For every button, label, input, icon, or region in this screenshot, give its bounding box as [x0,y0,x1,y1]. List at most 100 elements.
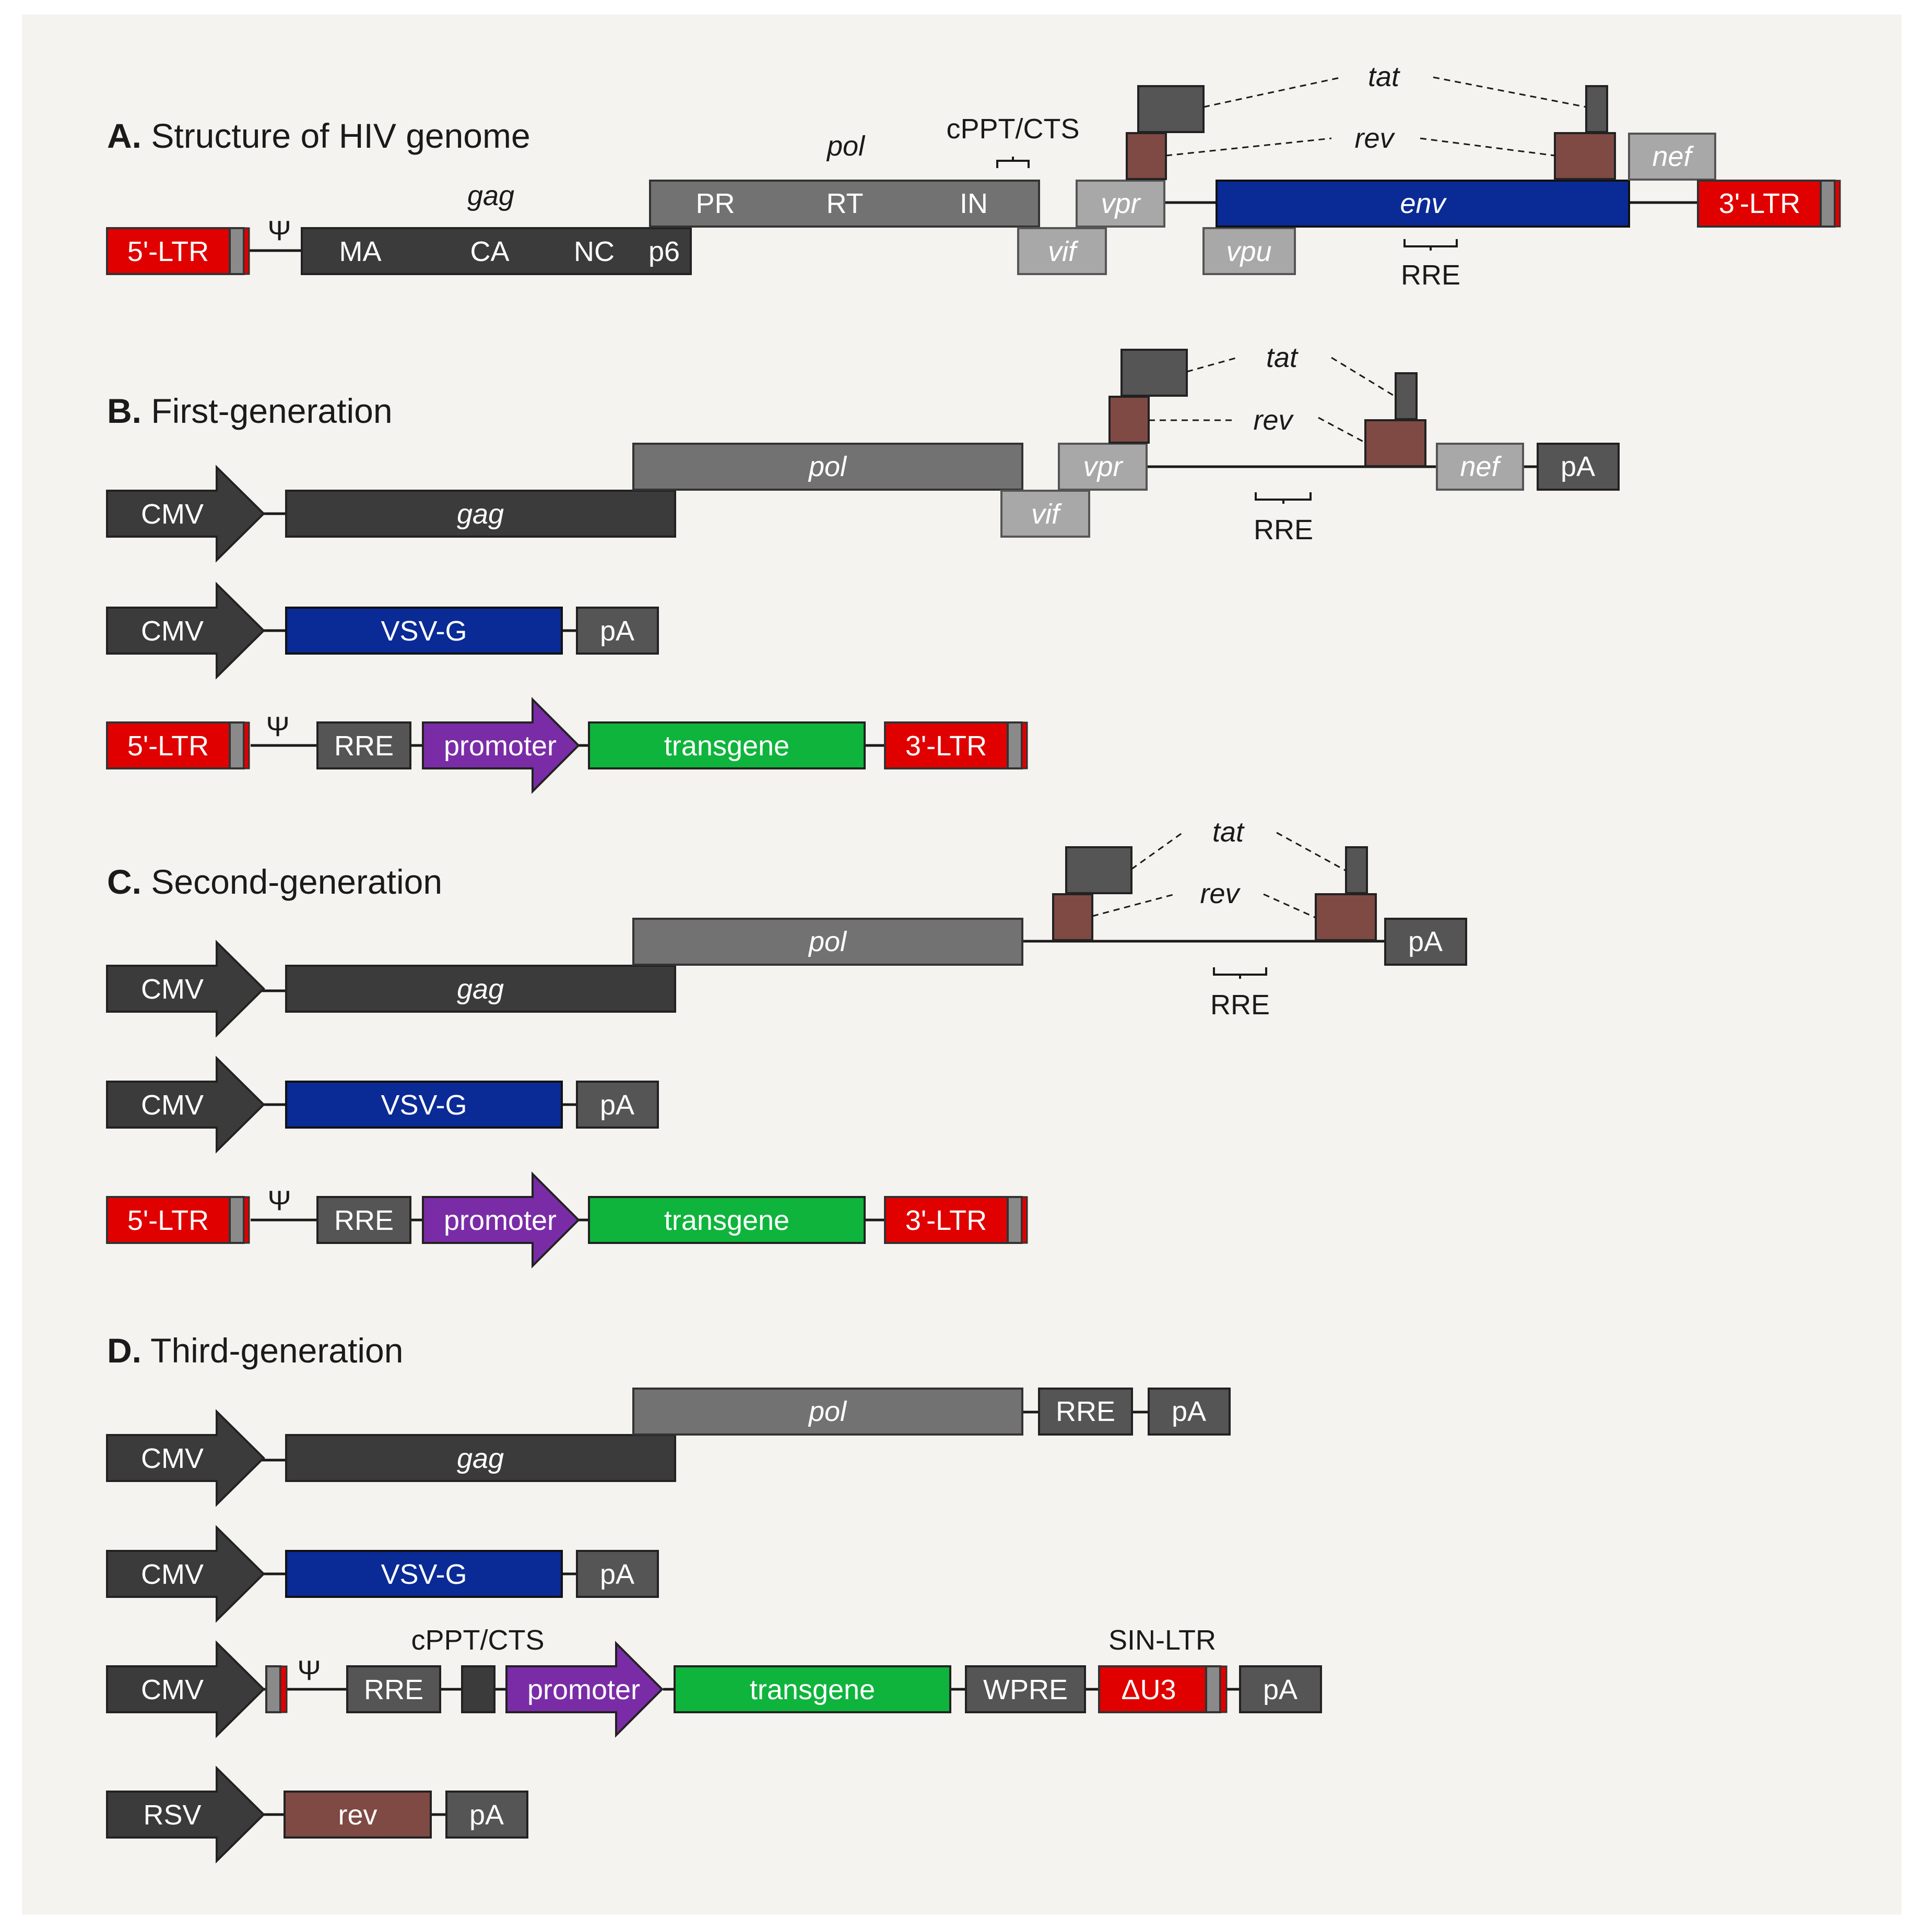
svg-text:CMV: CMV [141,615,204,647]
c-tat-exon2 [1345,846,1368,894]
svg-text:PR: PR [695,188,735,219]
c-tat-exon1 [1065,846,1132,894]
svg-text:RRE: RRE [334,730,394,762]
d-r-u5-5prime [265,1665,288,1713]
d-pol: pol [632,1388,1023,1436]
a-cppt-label: cPPT/CTS [946,113,1079,145]
section-a: A. Structure of HIV genome 5'-LTR Ψ gag … [106,61,1841,291]
a-tat-label: tat [1368,61,1400,92]
d-psi: Ψ [297,1655,321,1686]
c-ltr3: 3'-LTR [884,1196,1028,1244]
c-pa-1: pA [1384,918,1467,966]
a-nef: nef [1628,133,1716,181]
svg-text:CMV: CMV [141,1089,204,1121]
b-tat-exon2 [1395,372,1418,420]
c-cmv-arrow-2: CMV [106,1056,265,1154]
a-rre-label: RRE [1401,259,1460,291]
c-ltr5: 5'-LTR [106,1196,250,1244]
svg-text:nef: nef [1652,141,1694,172]
section-c-heading: C. Second-generation [107,862,442,901]
svg-text:promoter: promoter [527,1674,640,1705]
svg-text:RRE: RRE [1056,1396,1115,1427]
svg-text:pA: pA [1172,1396,1206,1427]
svg-text:IN: IN [960,188,988,219]
b-pa-2: pA [576,607,659,655]
section-b: B. First-generation CMV gag pol vif vpr … [106,342,1620,794]
c-vsvg: VSV-G [285,1081,563,1129]
svg-text:CA: CA [470,236,509,267]
d-rre-1: RRE [1038,1388,1133,1436]
b-rev-label: rev [1253,405,1294,436]
d-pa-3: pA [1239,1665,1322,1713]
b-ltr5: 5'-LTR [106,721,250,769]
section-c: C. Second-generation CMV gag pol RRE pA … [106,816,1467,1269]
d-pa-4: pA [445,1791,528,1839]
b-ltr3: 3'-LTR [884,721,1028,769]
b-gag: gag [285,490,676,538]
svg-text:transgene: transgene [750,1674,875,1705]
svg-text:5'-LTR: 5'-LTR [127,1205,209,1236]
d-rsv-arrow: RSV [106,1765,265,1864]
svg-text:RRE: RRE [364,1674,423,1705]
a-tat-exon1 [1137,85,1205,133]
svg-text:transgene: transgene [664,1205,789,1236]
c-tat-label: tat [1212,816,1245,848]
d-cppt-box [461,1665,496,1713]
svg-text:5'-LTR: 5'-LTR [127,730,209,762]
d-rev: rev [284,1791,432,1839]
svg-text:gag: gag [457,974,504,1005]
svg-text:vpr: vpr [1101,188,1141,219]
svg-text:pol: pol [808,926,847,957]
d-gag: gag [285,1434,676,1482]
b-transgene: transgene [588,721,866,769]
svg-text:gag: gag [457,1443,504,1474]
a-tat-exon2 [1585,85,1608,133]
a-vpu: vpu [1202,227,1296,275]
svg-text:WPRE: WPRE [983,1674,1068,1705]
d-cppt-label: cPPT/CTS [411,1625,544,1656]
svg-text:rev: rev [338,1799,377,1831]
b-cmv-arrow-1: CMV [106,465,265,563]
b-pa-1: pA [1537,443,1620,491]
b-psi: Ψ [266,711,289,742]
d-promoter: promoter [505,1641,664,1738]
d-pa-2: pA [576,1550,659,1598]
svg-text:VSV-G: VSV-G [381,1089,467,1121]
c-promoter: promoter [422,1171,580,1269]
d-wpre: WPRE [965,1665,1086,1713]
b-vif: vif [1000,490,1090,538]
c-pa-2: pA [576,1081,659,1129]
a-ltr5: 5'-LTR [106,227,250,275]
c-rre-box: RRE [316,1196,411,1244]
svg-text:p6: p6 [648,236,680,267]
svg-text:pA: pA [469,1799,504,1831]
svg-text:env: env [1400,188,1447,219]
svg-text:pol: pol [808,1396,847,1427]
svg-text:vif: vif [1048,236,1079,267]
a-gag-label: gag [467,180,514,211]
svg-text:VSV-G: VSV-G [381,615,467,647]
section-a-heading: A. Structure of HIV genome [107,116,530,155]
svg-text:3'-LTR: 3'-LTR [1719,188,1800,219]
svg-text:pA: pA [1263,1674,1297,1705]
c-rev-exon2 [1315,893,1377,941]
svg-text:pol: pol [808,451,847,482]
svg-text:3'-LTR: 3'-LTR [905,1205,987,1236]
b-pol: pol [632,443,1023,491]
c-gag: gag [285,965,676,1013]
svg-text:5'-LTR: 5'-LTR [127,236,209,267]
a-rev-label: rev [1354,123,1395,154]
section-d: D. Third-generation CMV gag pol RRE pA C… [106,1331,1322,1864]
b-tat-label: tat [1266,342,1299,373]
svg-text:CMV: CMV [141,974,204,1005]
svg-text:CMV: CMV [141,499,204,530]
svg-text:VSV-G: VSV-G [381,1559,467,1590]
a-rev-exon2 [1554,132,1616,180]
a-pol-box: PR RT IN [649,180,1040,228]
b-vpr: vpr [1058,443,1148,491]
b-tat-exon1 [1120,349,1188,397]
d-transgene: transgene [674,1665,951,1713]
b-rev-exon1 [1108,396,1150,444]
d-pa-1: pA [1148,1388,1231,1436]
